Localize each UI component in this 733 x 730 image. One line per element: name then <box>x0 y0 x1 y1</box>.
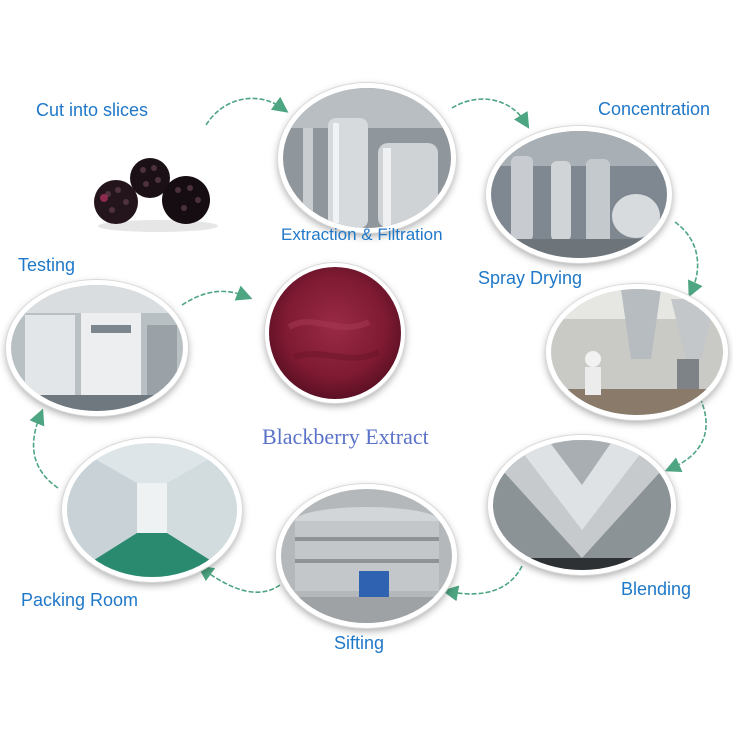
blackberries-image <box>94 158 218 232</box>
arrow-testing-to-center <box>181 285 253 306</box>
arrow-cut-to-extraction <box>205 96 289 126</box>
label-concentration: Concentration <box>598 99 711 119</box>
arrow-spray-to-blending <box>664 397 707 473</box>
blackberry-powder-image <box>265 263 405 403</box>
photo-packing-room <box>62 438 242 582</box>
label-packing-room: Packing Room <box>21 590 139 610</box>
label-testing: Testing <box>18 255 76 275</box>
arrow-blending-to-sifting <box>442 565 523 602</box>
photo-blending <box>488 435 676 575</box>
photo-extraction <box>278 83 456 233</box>
arrow-extraction-to-concentration <box>451 98 530 129</box>
label-spray-drying: Spray Drying <box>478 268 583 288</box>
arrow-sifting-to-packing <box>197 565 281 593</box>
diagram-title: Blackberry Extract <box>262 424 429 449</box>
arrow-packing-to-testing <box>29 408 59 489</box>
label-cut-into-slices: Cut into slices <box>36 100 149 120</box>
photo-testing <box>6 280 188 416</box>
label-extraction-filtration: Extraction & Filtration <box>281 225 443 244</box>
arrow-concentration-to-spray <box>674 221 703 298</box>
label-sifting: Sifting <box>334 633 385 653</box>
photo-sifting <box>276 484 457 628</box>
photo-concentration <box>486 126 672 263</box>
label-blending: Blending <box>621 579 692 599</box>
photo-spray-drying <box>546 284 728 420</box>
